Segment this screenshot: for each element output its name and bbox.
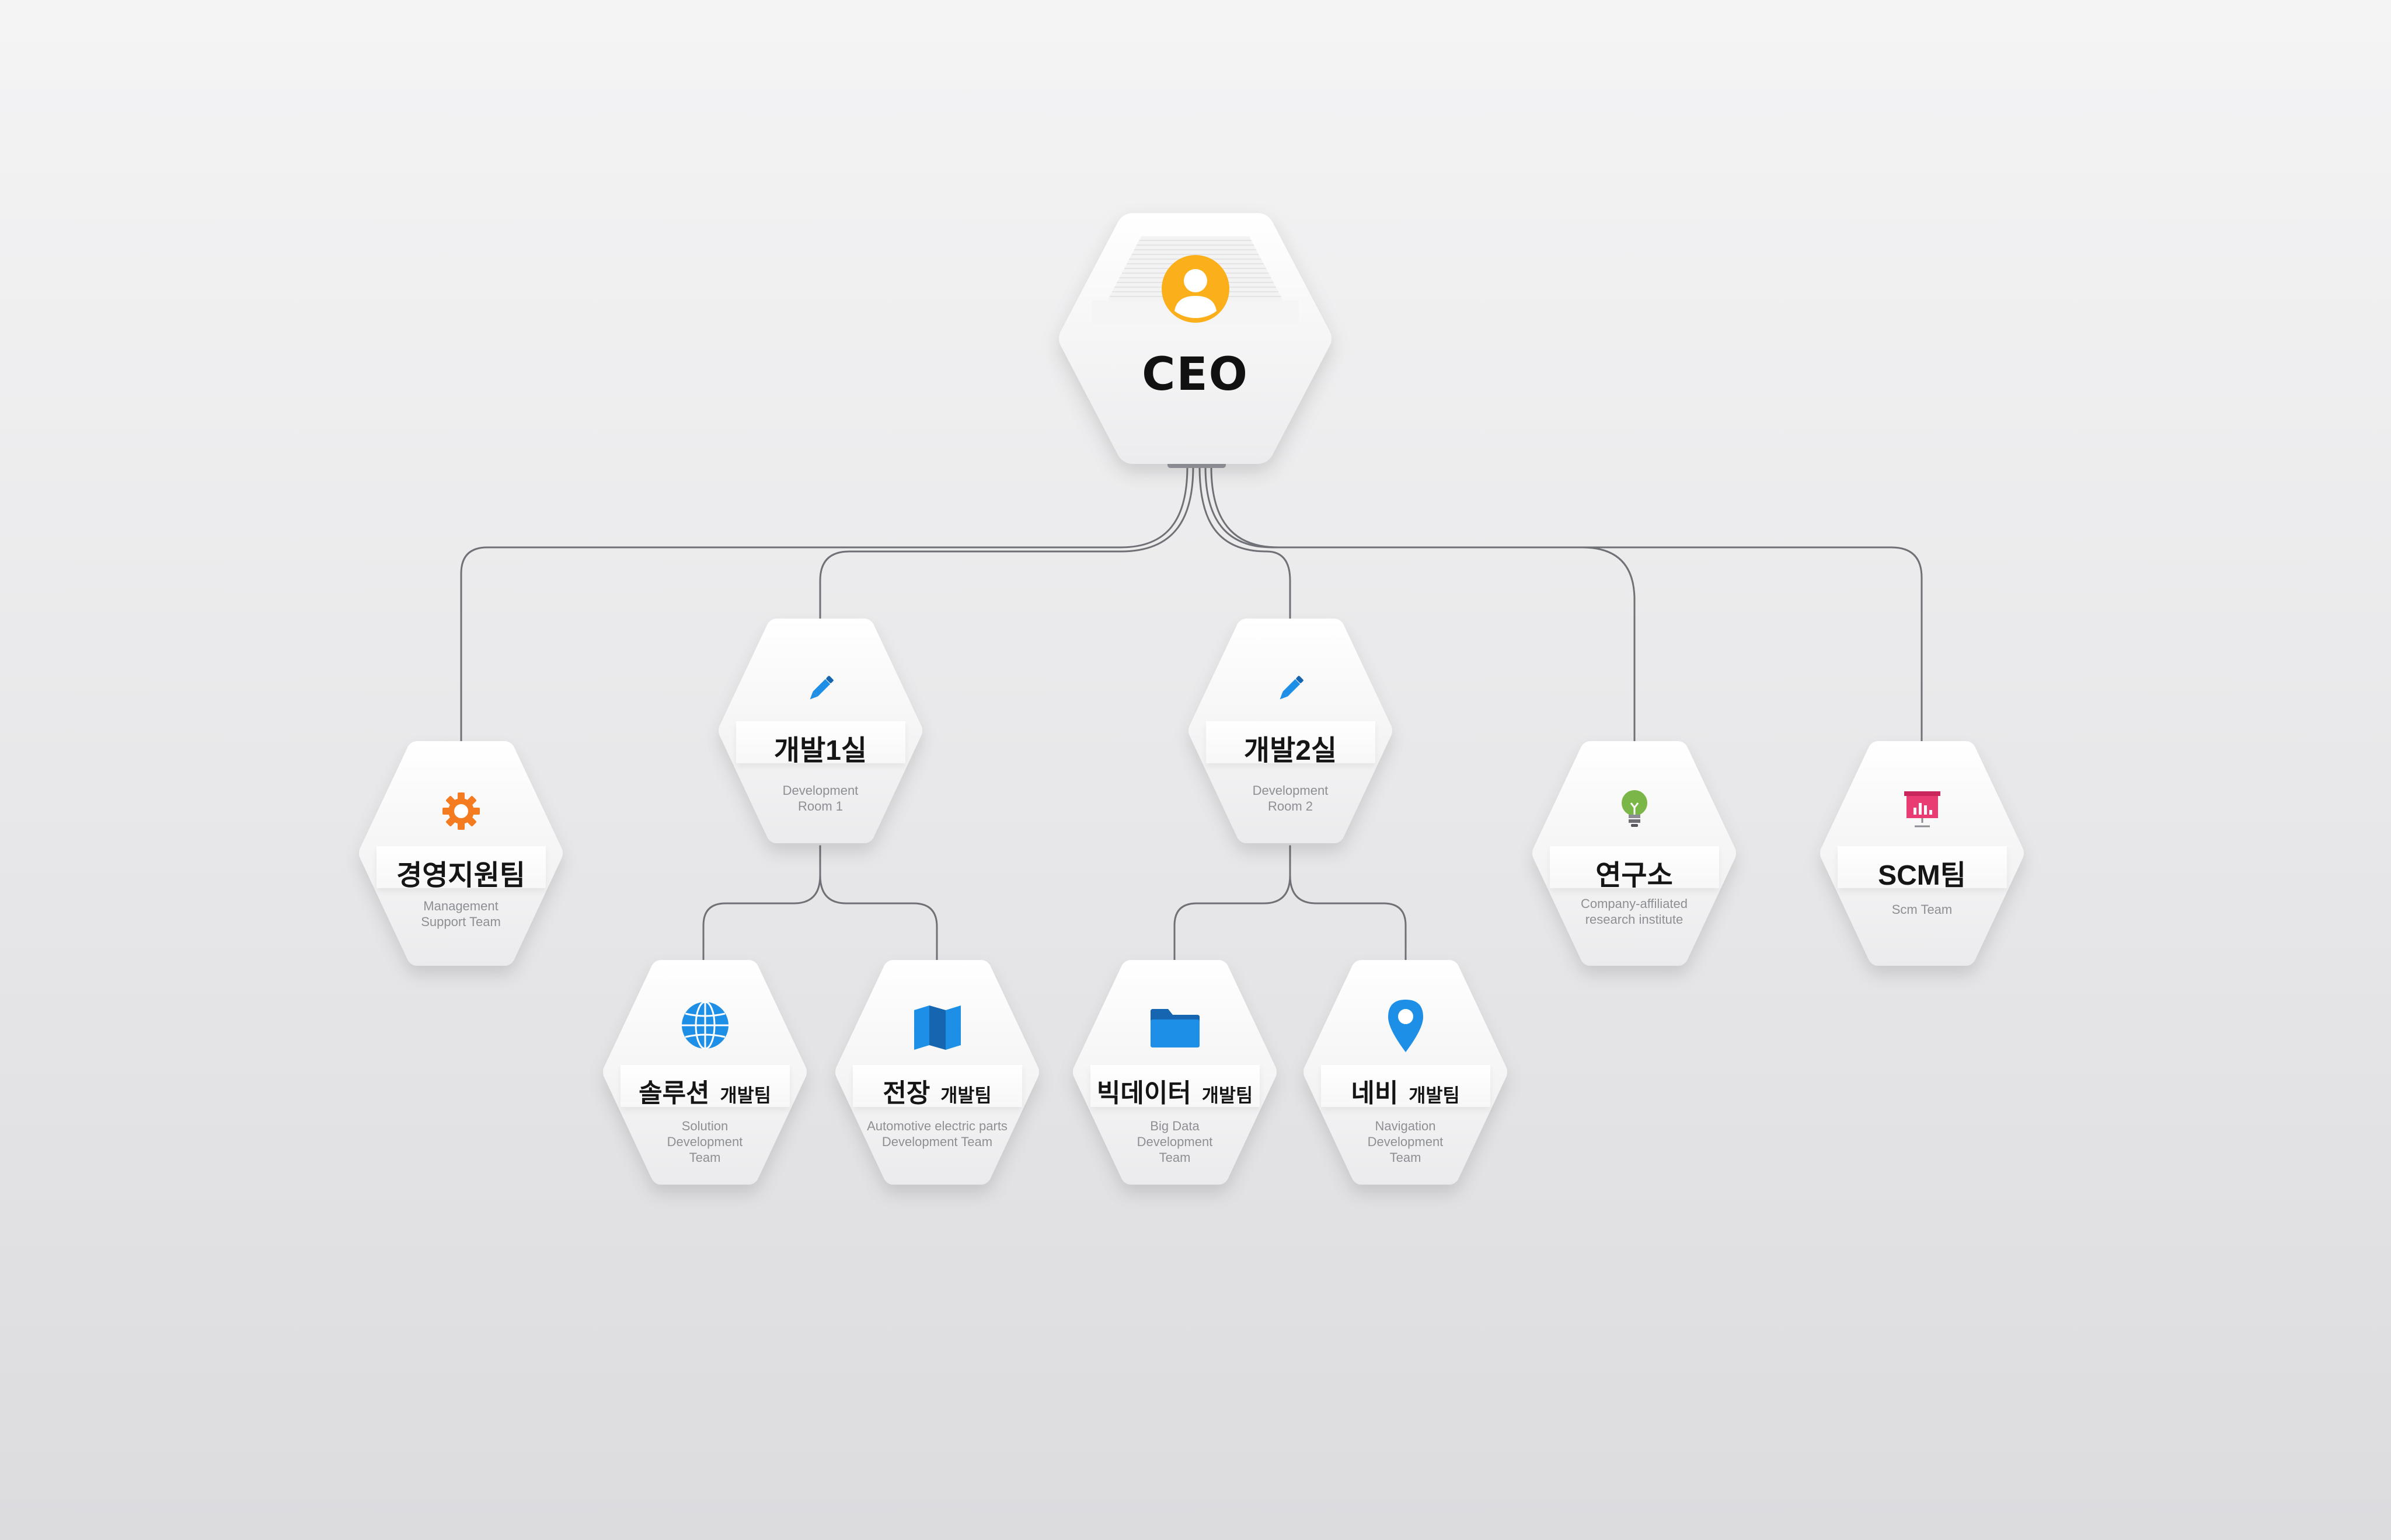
person-icon xyxy=(1161,255,1229,323)
research-institute-node[interactable]: 연구소 Company-affiliated research institut… xyxy=(1531,741,1738,966)
team-title: 전장 개발팀 xyxy=(834,1072,1041,1109)
team-subtitle: Automotive electric parts Development Te… xyxy=(867,1119,1008,1149)
label-band xyxy=(1090,1065,1260,1107)
location-pin-icon xyxy=(1388,1000,1423,1052)
team-subtitle: Navigation Development Team xyxy=(1367,1119,1444,1165)
team-title-suffix: 개발팀 xyxy=(720,1085,771,1106)
management-support-node[interactable]: 경영지원팀 Management Support Team xyxy=(357,741,564,966)
department-subtitle: Management Support Team xyxy=(421,899,501,929)
bigdata-team-node[interactable]: 빅데이터 개발팀 Big Data Development Team xyxy=(1071,960,1278,1185)
label-band xyxy=(1205,721,1375,763)
gear-icon xyxy=(442,792,480,830)
department-title: 개발2실 xyxy=(1243,735,1337,766)
team-title-main: 전장 xyxy=(883,1079,930,1108)
label-band xyxy=(620,1065,790,1107)
dev-room-1-node[interactable]: 개발1실 Development Room 1 xyxy=(717,619,924,843)
label-band xyxy=(376,846,546,888)
department-subtitle: Development Room 2 xyxy=(1252,783,1329,813)
team-title-main: 네비 xyxy=(1351,1079,1399,1108)
team-title-suffix: 개발팀 xyxy=(940,1085,992,1106)
team-title-main: 솔루션 xyxy=(639,1079,710,1108)
team-title-main: 빅데이터 xyxy=(1096,1079,1191,1108)
solution-team-node[interactable]: 솔루션 개발팀 Solution Development Team xyxy=(601,960,808,1185)
map-icon xyxy=(914,1005,961,1050)
department-title: 연구소 xyxy=(1595,860,1673,891)
folder-icon xyxy=(1150,1009,1200,1047)
navigation-team-node[interactable]: 네비 개발팀 Navigation Development Team xyxy=(1302,960,1509,1185)
presentation-board-icon xyxy=(1904,791,1940,827)
team-title: 빅데이터 개발팀 xyxy=(1071,1072,1278,1109)
automotive-team-node[interactable]: 전장 개발팀 Automotive electric parts Develop… xyxy=(834,960,1041,1185)
team-title: 솔루션 개발팀 xyxy=(601,1072,808,1109)
lightbulb-icon xyxy=(1621,790,1647,827)
globe-icon xyxy=(681,1001,729,1050)
team-title: 네비 개발팀 xyxy=(1302,1072,1509,1109)
ceo-node[interactable]: CEO xyxy=(1057,213,1334,464)
team-title-suffix: 개발팀 xyxy=(1201,1085,1253,1106)
label-band xyxy=(1549,846,1719,888)
department-title: SCM팀 xyxy=(1878,860,1966,891)
ceo-title: CEO xyxy=(1142,348,1249,401)
department-subtitle: Development Room 1 xyxy=(782,783,859,813)
dev-room-2-node[interactable]: 개발2실 Development Room 2 xyxy=(1187,619,1394,843)
department-subtitle: Company-affiliated research institute xyxy=(1580,896,1688,927)
team-subtitle: Solution Development Team xyxy=(667,1119,743,1165)
pencil-icon xyxy=(810,676,834,700)
department-subtitle: Scm Team xyxy=(1891,902,1953,917)
department-title: 경영지원팀 xyxy=(396,860,525,891)
label-band xyxy=(1320,1065,1490,1107)
label-band xyxy=(852,1065,1022,1107)
label-band xyxy=(1837,846,2007,888)
pencil-icon xyxy=(1280,676,1303,700)
team-title-suffix: 개발팀 xyxy=(1409,1085,1460,1106)
scm-team-node[interactable]: SCM팀 Scm Team xyxy=(1818,741,2026,966)
department-title: 개발1실 xyxy=(773,735,867,766)
label-band xyxy=(736,721,905,763)
team-subtitle: Big Data Development Team xyxy=(1137,1119,1213,1165)
